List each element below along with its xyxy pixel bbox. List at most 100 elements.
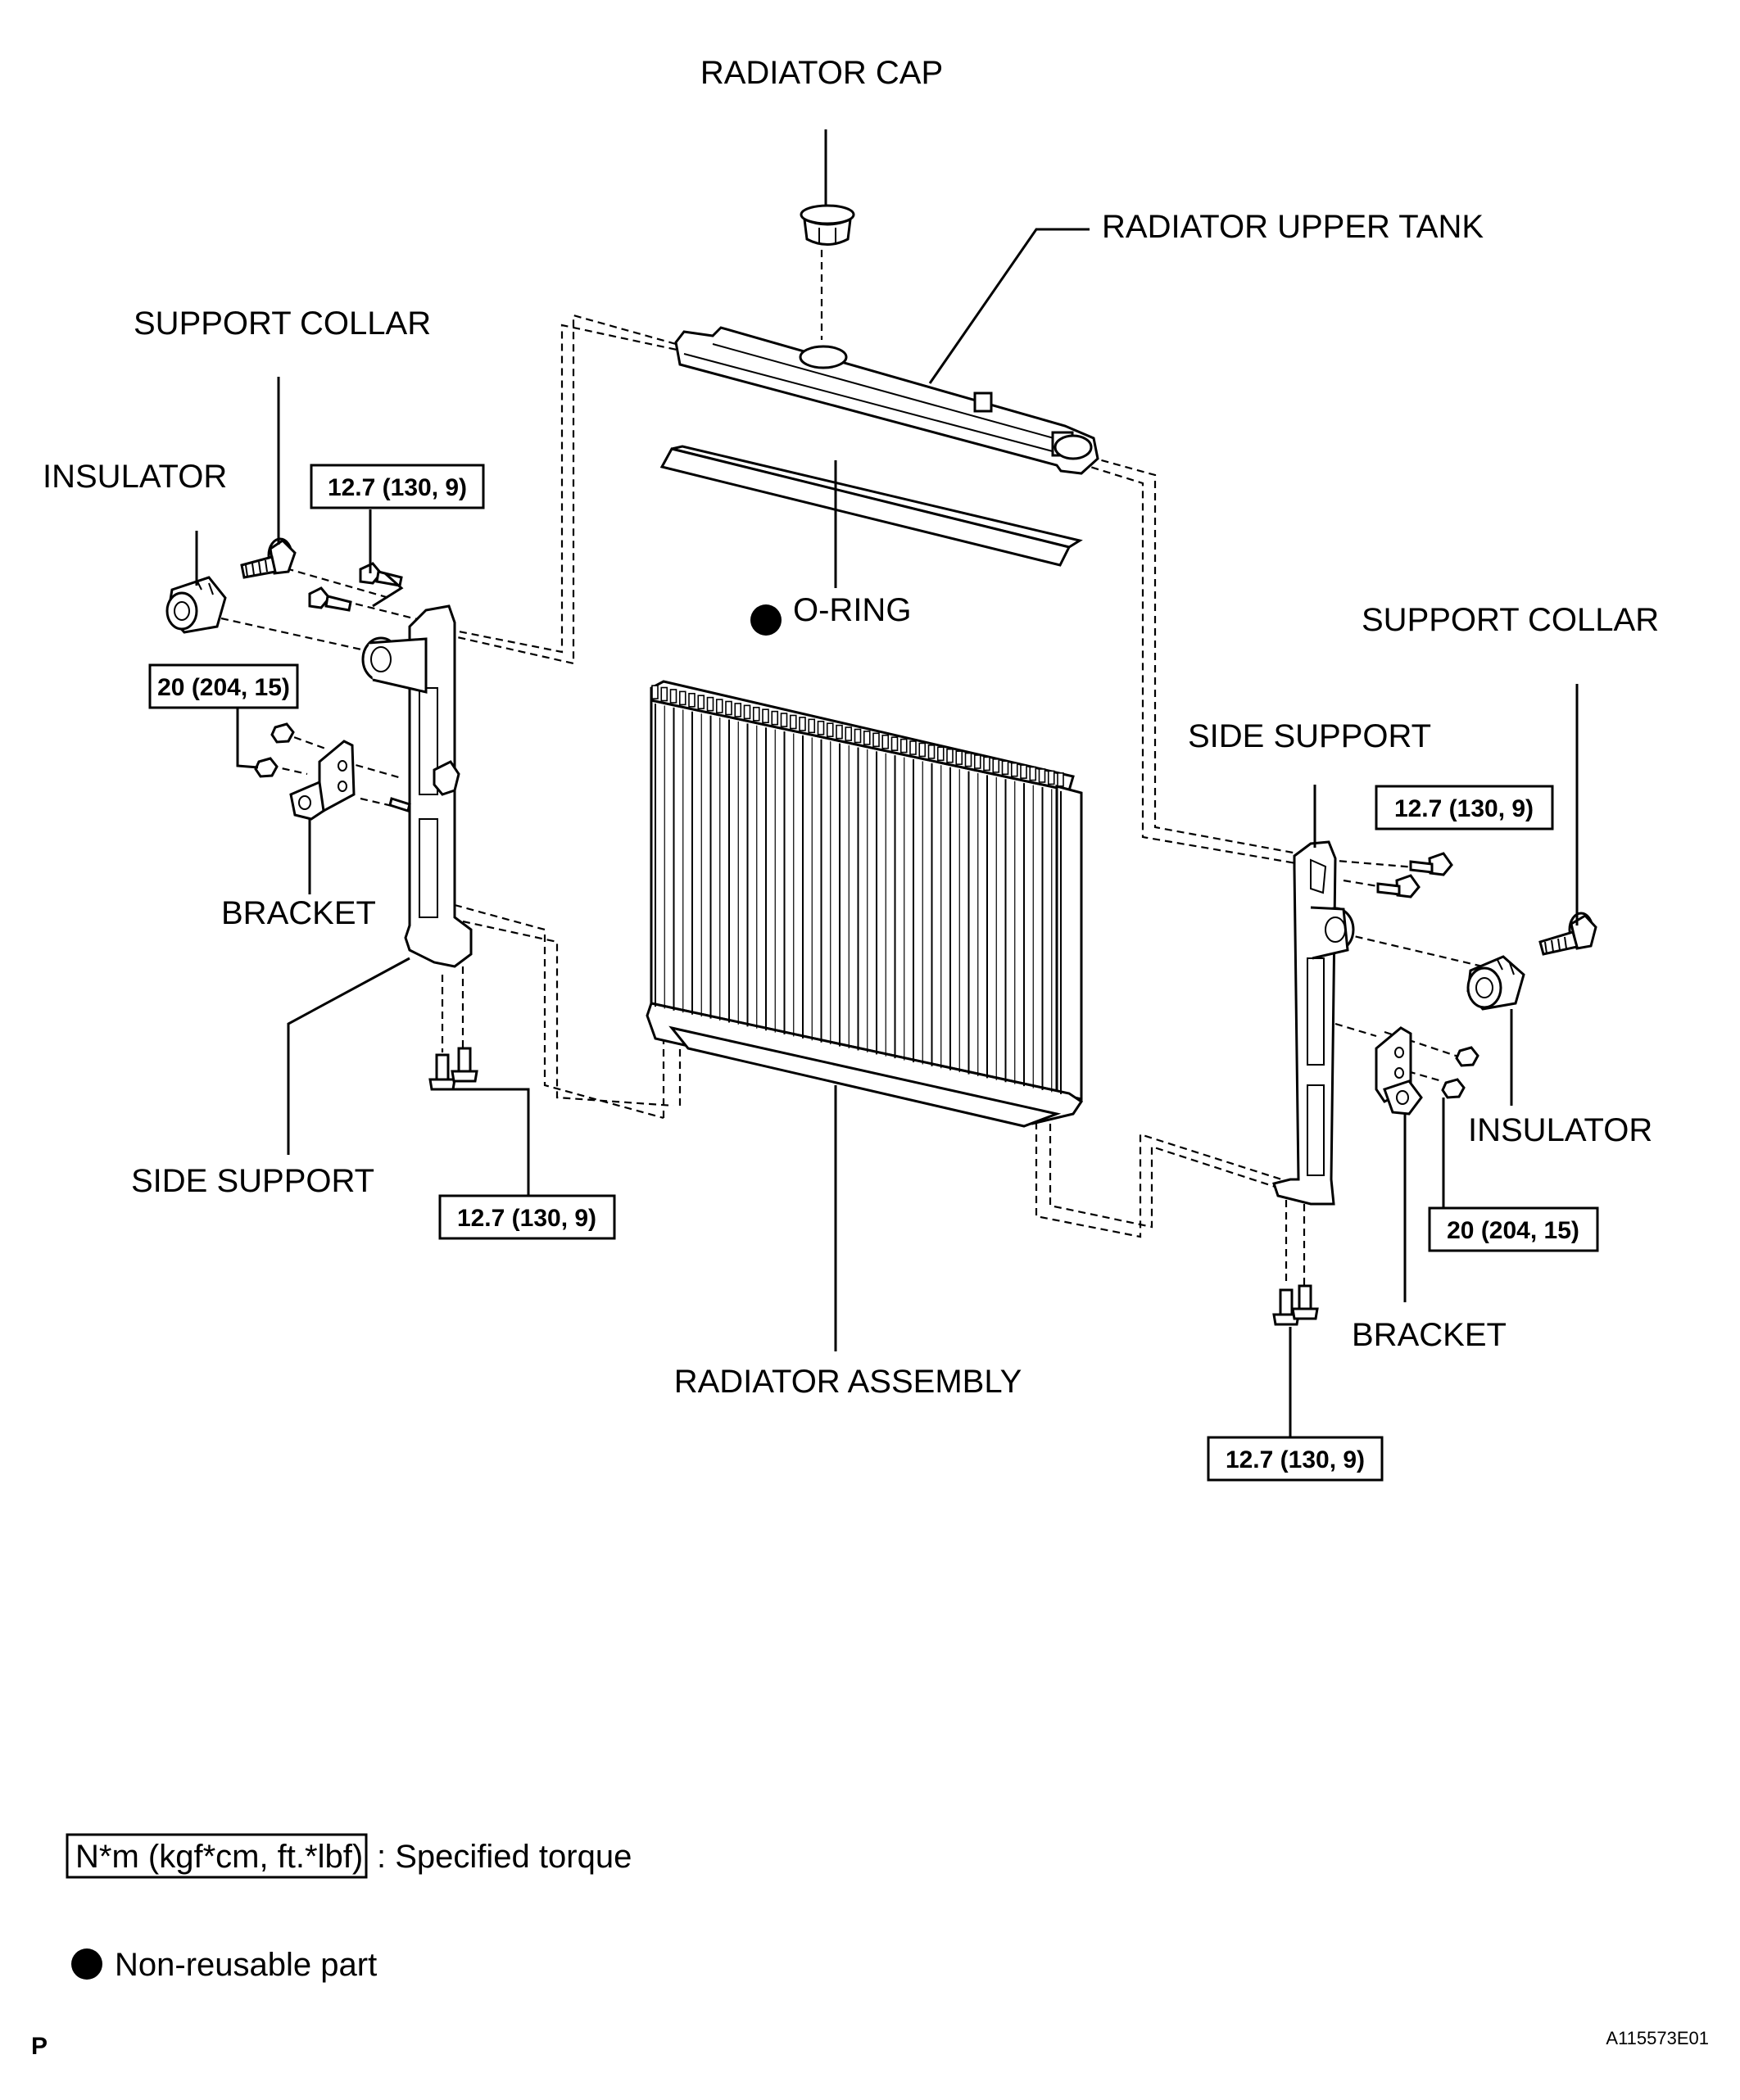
radiator-fin-tooth xyxy=(826,722,834,737)
label-radiator-assembly: RADIATOR ASSEMBLY xyxy=(674,1364,1022,1400)
radiator-fin-tooth xyxy=(927,745,936,759)
radiator-fin-tooth xyxy=(706,696,714,712)
torque-spec-left-bracket: 20 (204, 15) xyxy=(148,663,299,709)
label-insulator-right: INSULATOR xyxy=(1468,1112,1652,1148)
radiator-fin-tooth xyxy=(1047,770,1055,785)
torque-spec-left-lower: 12.7 (130, 9) xyxy=(438,1194,616,1240)
legend-torque-unit: N*m (kgf*cm, ft.*lbf) xyxy=(75,1839,363,1875)
label-support-collar-right: SUPPORT COLLAR xyxy=(1362,602,1659,638)
svg-text:12.7 (130, 9): 12.7 (130, 9) xyxy=(457,1205,596,1232)
torque-spec-upper-left: 12.7 (130, 9) xyxy=(310,464,485,509)
radiator-fin-tooth xyxy=(715,699,723,713)
radiator-fin-tooth xyxy=(863,731,871,745)
non-reusable-marker-icon xyxy=(750,604,782,636)
radiator-fin-tooth xyxy=(983,756,990,772)
label-radiator-cap: RADIATOR CAP xyxy=(700,55,943,91)
left-bottom-bolts-part xyxy=(428,1047,478,1091)
radiator-fin-tooth xyxy=(688,692,696,708)
svg-text:20 (204, 15): 20 (204, 15) xyxy=(1447,1217,1579,1244)
right-side-support-part xyxy=(1272,840,1355,1206)
radiator-fin-tooth xyxy=(669,689,677,704)
radiator-fin-tooth xyxy=(762,708,769,723)
radiator-fin-tooth xyxy=(808,718,816,734)
radiator-fin-tooth xyxy=(854,728,862,744)
radiator-cap-part xyxy=(800,204,855,246)
radiator-fin-tooth xyxy=(890,736,899,751)
radiator-fin-tooth xyxy=(881,734,890,749)
figure-id: A115573E01 xyxy=(1606,2028,1709,2048)
radiator-fin-tooth xyxy=(992,758,1000,773)
radiator-fin-tooth xyxy=(660,686,668,702)
legend-non-reusable: Non-reusable part xyxy=(71,1947,377,1983)
radiator-fin-tooth xyxy=(651,685,659,699)
radiator-fin-tooth xyxy=(1010,762,1018,777)
label-bracket-right: BRACKET xyxy=(1352,1317,1507,1353)
legend-torque-desc: : Specified torque xyxy=(377,1839,632,1875)
legend-torque: N*m (kgf*cm, ft.*lbf) : Specified torque xyxy=(66,1833,632,1879)
radiator-fin-tooth xyxy=(936,746,945,762)
radiator-fin-tooth xyxy=(697,695,705,710)
dashed-alignment-lines xyxy=(220,250,1484,1286)
right-support-collar-part xyxy=(1538,912,1597,956)
svg-text:12.7 (130, 9): 12.7 (130, 9) xyxy=(1226,1446,1365,1473)
label-support-collar-left: SUPPORT COLLAR xyxy=(134,305,431,342)
legend-non-reusable-text: Non-reusable part xyxy=(115,1947,377,1983)
leader-lines xyxy=(195,129,1579,1437)
radiator-fin-tooth xyxy=(1001,760,1009,776)
non-reusable-legend-icon xyxy=(71,1948,102,1980)
radiator-fin-tooth xyxy=(771,710,779,726)
right-nuts-part xyxy=(1441,1046,1479,1099)
radiator-fin-tooth xyxy=(817,720,825,735)
radiator-fin-tooth xyxy=(1020,764,1027,779)
label-bracket-left: BRACKET xyxy=(221,895,376,931)
left-nuts-part xyxy=(254,722,411,812)
radiator-fin-tooth xyxy=(909,740,917,755)
radiator-assembly-part xyxy=(646,680,1084,1128)
radiator-fin-tooth xyxy=(725,700,732,716)
svg-text:12.7 (130, 9): 12.7 (130, 9) xyxy=(328,474,467,501)
radiator-fin-tooth xyxy=(973,754,981,769)
svg-text:20 (204, 15): 20 (204, 15) xyxy=(157,674,290,701)
left-side-support-part xyxy=(361,604,473,968)
left-support-collar-part xyxy=(240,537,297,579)
radiator-fin-tooth xyxy=(799,717,806,731)
radiator-fin-tooth xyxy=(1029,766,1037,781)
radiator-fin-tooth xyxy=(872,732,880,748)
left-upper-bolts-part xyxy=(308,562,403,612)
footer-left-code: P xyxy=(31,2033,48,2060)
o-ring-part xyxy=(659,445,1083,567)
radiator-fin-tooth xyxy=(1038,768,1046,783)
torque-spec-right-bracket: 20 (204, 15) xyxy=(1428,1206,1599,1252)
radiator-fin-tooth xyxy=(955,750,963,765)
radiator-fin-tooth xyxy=(964,752,972,767)
radiator-fin-tooth xyxy=(836,724,843,740)
torque-spec-right-upper: 12.7 (130, 9) xyxy=(1375,785,1554,830)
right-bottom-bolts-part xyxy=(1272,1284,1319,1326)
label-side-support-right: SIDE SUPPORT xyxy=(1188,718,1431,754)
torque-spec-right-lower: 12.7 (130, 9) xyxy=(1207,1436,1384,1482)
radiator-fin-tooth xyxy=(918,742,927,758)
right-bracket-part xyxy=(1375,1026,1423,1116)
radiator-fin-tooth xyxy=(752,706,760,722)
label-radiator-upper-tank: RADIATOR UPPER TANK xyxy=(1102,209,1484,245)
right-upper-bolts-part xyxy=(1376,852,1453,898)
radiator-upper-tank-part xyxy=(674,326,1099,475)
radiator-fin-tooth xyxy=(899,738,908,754)
left-bracket-part xyxy=(289,740,356,821)
radiator-fin-tooth xyxy=(845,726,853,741)
radiator-fin-tooth xyxy=(789,714,797,730)
radiator-fin-tooth xyxy=(734,703,742,717)
label-insulator-left: INSULATOR xyxy=(43,459,227,495)
radiator-fin-tooth xyxy=(946,748,954,763)
radiator-fin-tooth xyxy=(1057,772,1064,787)
radiator-core-fins xyxy=(651,685,1064,1094)
svg-text:12.7 (130, 9): 12.7 (130, 9) xyxy=(1394,795,1534,822)
left-insulator-part xyxy=(165,576,227,634)
right-insulator-part xyxy=(1466,955,1525,1011)
label-o-ring: O-RING xyxy=(793,592,911,628)
radiator-fin-tooth xyxy=(743,704,751,720)
radiator-fin-tooth xyxy=(780,713,788,727)
radiator-fin-tooth xyxy=(678,690,686,706)
